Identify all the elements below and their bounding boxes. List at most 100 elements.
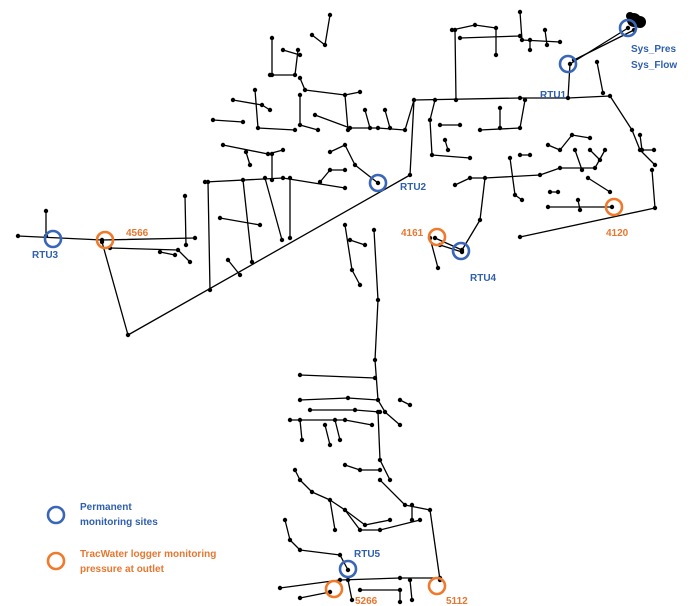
junction-node	[182, 193, 188, 199]
junction-node	[332, 417, 338, 423]
junction-node	[217, 215, 223, 221]
junction-node	[565, 95, 571, 101]
junction-node	[512, 192, 518, 198]
junction-node	[587, 135, 593, 141]
junction-node	[297, 595, 303, 601]
junction-node	[397, 587, 403, 593]
junction-node	[625, 25, 631, 31]
junction-node	[345, 567, 351, 573]
junction-node	[652, 205, 658, 211]
junction-node	[269, 151, 275, 157]
junction-node	[442, 137, 448, 143]
junction-node	[602, 147, 608, 153]
junction-node	[315, 127, 321, 133]
junction-node	[297, 52, 303, 58]
junction-node	[407, 402, 413, 408]
junction-node	[594, 59, 600, 65]
junction-node	[172, 252, 178, 258]
pipe-junctions	[15, 9, 658, 605]
junction-node	[417, 517, 423, 523]
junction-node	[567, 61, 573, 67]
junction-node	[332, 527, 338, 533]
junction-node	[637, 132, 643, 138]
junction-node	[377, 477, 383, 483]
junction-node	[342, 222, 348, 228]
logger-4566-label: 4566	[126, 228, 149, 239]
logger-4120-marker[interactable]	[604, 197, 624, 217]
junction-node	[432, 97, 438, 103]
rtu2-marker[interactable]	[368, 173, 388, 193]
junction-node	[453, 97, 459, 103]
rtu5-marker[interactable]	[338, 559, 358, 579]
junction-node	[357, 89, 363, 95]
junction-node	[287, 235, 293, 241]
junction-node	[497, 125, 503, 131]
junction-node	[607, 93, 613, 99]
junction-node	[302, 87, 308, 93]
junction-node	[342, 92, 348, 98]
logger-4566-marker[interactable]	[95, 230, 115, 250]
legend-permanent-line2: monitoring sites	[80, 517, 158, 528]
junction-node	[297, 397, 303, 403]
junction-node	[545, 204, 551, 210]
rtu3-label: RTU3	[32, 250, 59, 261]
rtu2-label: RTU2	[400, 182, 427, 193]
rtu3-marker[interactable]	[43, 229, 63, 249]
junction-node	[345, 127, 351, 133]
junction-node	[517, 33, 523, 39]
sys-pres-marker[interactable]	[618, 18, 638, 38]
junction-node	[230, 97, 236, 103]
junction-node	[309, 489, 315, 495]
junction-node	[372, 357, 378, 363]
junction-node	[262, 175, 268, 181]
junction-node	[337, 437, 343, 443]
junction-node	[297, 477, 303, 483]
junction-node	[257, 222, 263, 228]
rtu4-marker[interactable]	[451, 241, 471, 261]
junction-node	[557, 39, 563, 45]
legend-permanent-marker	[46, 505, 66, 525]
junction-node	[375, 409, 381, 415]
logger-5266-marker[interactable]	[324, 579, 344, 599]
junction-node	[317, 179, 323, 185]
junction-node	[435, 265, 441, 271]
rtu1-marker[interactable]	[558, 54, 578, 74]
junction-node	[547, 189, 553, 195]
junction-node	[652, 162, 658, 168]
junction-node	[382, 107, 388, 113]
junction-node	[517, 152, 523, 158]
rtu1-label: RTU1	[540, 90, 567, 101]
junction-node	[607, 189, 613, 195]
logger-4161-marker[interactable]	[427, 227, 447, 247]
junction-node	[387, 517, 393, 523]
junction-node	[192, 235, 198, 241]
junction-node	[247, 162, 253, 168]
junction-node	[579, 167, 585, 173]
junction-node	[342, 142, 348, 148]
junction-node	[297, 372, 303, 378]
junction-node	[557, 147, 563, 153]
junction-node	[279, 237, 285, 243]
junction-node	[349, 597, 355, 603]
legend-permanent-line1: Permanent	[80, 502, 132, 513]
junction-node	[409, 597, 415, 603]
junction-node	[375, 397, 381, 403]
junction-node	[243, 149, 249, 155]
junction-node	[307, 407, 313, 413]
logger-5112-marker[interactable]	[427, 576, 447, 596]
junction-node	[397, 599, 403, 605]
junction-node	[519, 197, 525, 203]
junction-node	[269, 177, 275, 183]
junction-node	[295, 47, 301, 53]
junction-node	[377, 467, 383, 473]
junction-node	[255, 125, 261, 131]
junction-node	[327, 442, 333, 448]
junction-node	[287, 175, 293, 181]
junction-node	[269, 35, 275, 41]
junction-node	[297, 75, 303, 81]
junction-node	[555, 189, 561, 195]
junction-node	[407, 577, 413, 583]
junction-node	[362, 522, 368, 528]
logger-4120-label: 4120	[606, 228, 629, 239]
